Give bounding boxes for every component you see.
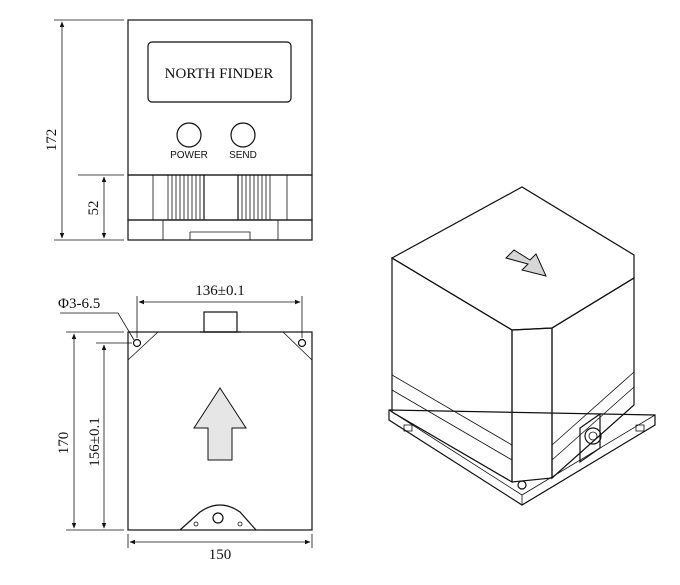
bracket-hole xyxy=(212,512,224,524)
front-foot-plate xyxy=(127,219,313,241)
top-dimensions: 136±0.1 Φ3-6.5 170 156±0.1 150 xyxy=(56,283,313,563)
top-connector xyxy=(203,311,238,333)
front-foot-detail xyxy=(162,220,279,240)
front-body-outline xyxy=(127,19,313,176)
dim-136-text: 136±0.1 xyxy=(195,283,244,299)
iso-chamfer-face xyxy=(511,327,553,483)
front-view: NORTH FINDER POWER SEND xyxy=(127,19,313,241)
iso-plate-hole xyxy=(517,480,527,490)
top-view xyxy=(127,311,313,531)
iso-connector xyxy=(579,412,602,464)
front-base-inner xyxy=(152,174,288,221)
dim-170-text: 170 xyxy=(56,432,72,455)
send-label: SEND xyxy=(229,150,257,161)
display-window xyxy=(147,41,292,103)
mount-hole-left xyxy=(132,338,142,348)
bottom-bracket xyxy=(179,504,257,531)
iso-direction-arrow-icon xyxy=(505,249,547,277)
send-button xyxy=(230,122,256,148)
dim-52-text: 52 xyxy=(86,201,102,216)
dim-172-text: 172 xyxy=(44,129,60,152)
power-button xyxy=(176,122,202,148)
north-arrow-icon xyxy=(193,387,247,461)
dim-150-text: 150 xyxy=(209,547,232,563)
front-base xyxy=(127,174,313,221)
dim-156-text: 156±0.1 xyxy=(87,417,103,466)
hole-leader xyxy=(60,312,135,341)
hole-label: Φ3-6.5 xyxy=(58,296,100,312)
iso-base-plate xyxy=(388,409,656,506)
isometric-view xyxy=(388,186,656,506)
chamfer-left xyxy=(127,331,159,361)
chamfer-right xyxy=(282,331,313,361)
power-label: POWER xyxy=(170,150,208,161)
mount-hole-right xyxy=(297,338,307,348)
front-dimensions: 172 52 xyxy=(44,19,124,241)
iso-left-face xyxy=(391,256,513,484)
iso-right-face xyxy=(551,276,635,480)
iso-top-face xyxy=(390,186,635,331)
display-text: NORTH FINDER xyxy=(165,66,274,82)
front-ribs xyxy=(167,175,271,220)
